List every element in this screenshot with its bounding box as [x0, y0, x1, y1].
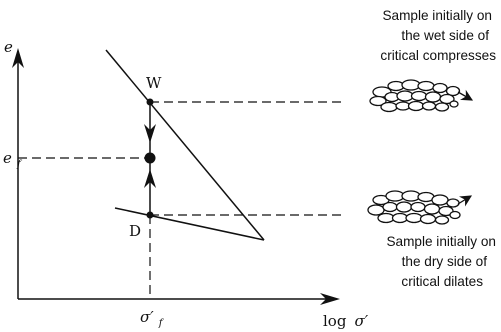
- wet-side-note: Sample initially on the wet side of crit…: [380, 8, 496, 63]
- dry-point-label: D: [129, 222, 141, 240]
- dry-note-line-1: Sample initially on: [386, 234, 496, 249]
- dry-sample-particles-icon: [368, 191, 460, 224]
- wet-note-line-3: critical compresses: [380, 48, 496, 63]
- dry-side-note: Sample initially on the dry side of crit…: [386, 234, 496, 289]
- x-axis-label: log σ′: [323, 311, 369, 330]
- critical-state-lines: [106, 50, 264, 240]
- sigma-f-label: σ′ f: [140, 307, 165, 329]
- axes: [12, 48, 340, 305]
- critical-point: [145, 153, 156, 164]
- wet-point: [147, 99, 154, 106]
- wet-note-line-1: Sample initially on: [382, 8, 492, 23]
- guide-lines: [18, 102, 345, 299]
- dry-point: [147, 212, 154, 219]
- wet-sample-particles-icon: [370, 80, 460, 112]
- ef-label: e f: [3, 148, 23, 170]
- dry-dilate-arrow: [458, 196, 471, 204]
- wet-point-label: W: [146, 74, 162, 92]
- y-axis-label: e: [4, 38, 13, 56]
- dry-note-line-2: the dry side of: [402, 254, 488, 269]
- dry-note-line-3: critical dilates: [401, 274, 483, 289]
- wet-compress-arrow: [458, 92, 472, 100]
- wet-note-line-2: the wet side of: [401, 28, 489, 43]
